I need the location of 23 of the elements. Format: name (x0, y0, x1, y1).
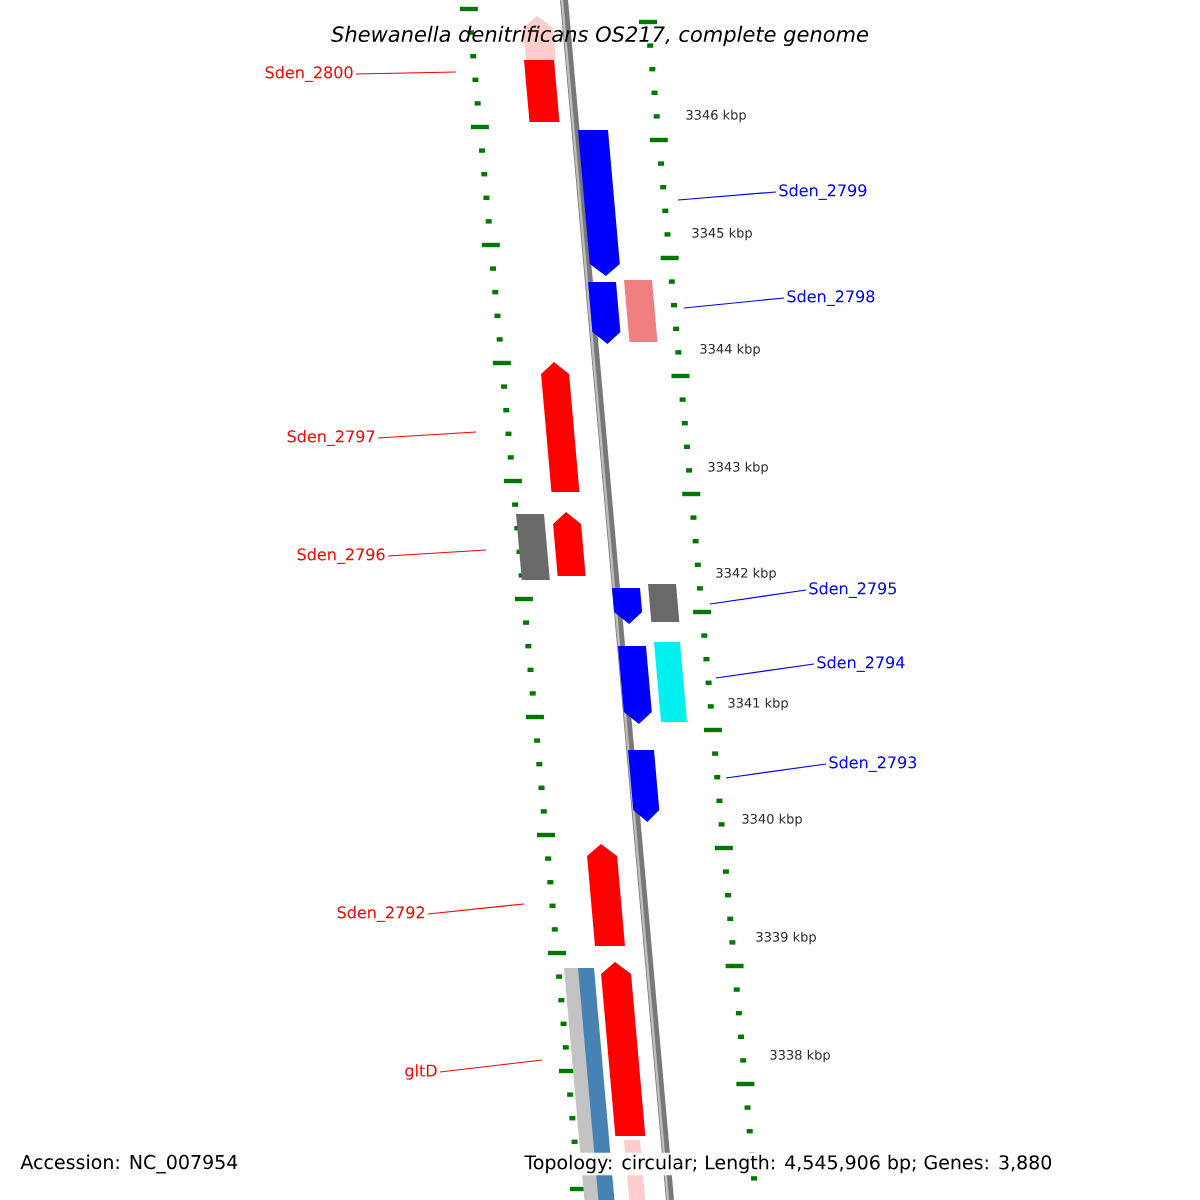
leader-line (387, 549, 487, 557)
info-text: Topology: circular; Length: 4,545,906 bp; Genes: 3,880 (522, 1152, 1055, 1176)
leader-line (427, 903, 525, 915)
gene-label: Sden_2797 (287, 430, 375, 446)
gene-label: Sden_2793 (829, 756, 917, 772)
gene-label: Sden_2792 (337, 906, 424, 922)
leader-line (677, 191, 777, 201)
gene-label: Sden_2800 (265, 66, 353, 82)
leader-line (725, 763, 827, 779)
leader-line (377, 431, 477, 439)
gene-label: Sden_2794 (817, 656, 905, 672)
leader-line (683, 297, 785, 309)
leader-line (715, 663, 815, 679)
title: Shewanella denitrificans OS217, complete genome (331, 25, 869, 47)
gene-label: Sden_2796 (297, 548, 385, 564)
info-text: Accession: NC_007954 (18, 1152, 241, 1176)
gene-label: gltD (405, 1064, 437, 1080)
gene-label: Sden_2795 (809, 582, 896, 598)
leader-line (439, 1059, 543, 1073)
gene-label: Sden_2799 (779, 184, 867, 200)
leader-line (709, 589, 807, 605)
leader-line (355, 71, 457, 75)
gene-label: Sden_2798 (787, 290, 875, 306)
